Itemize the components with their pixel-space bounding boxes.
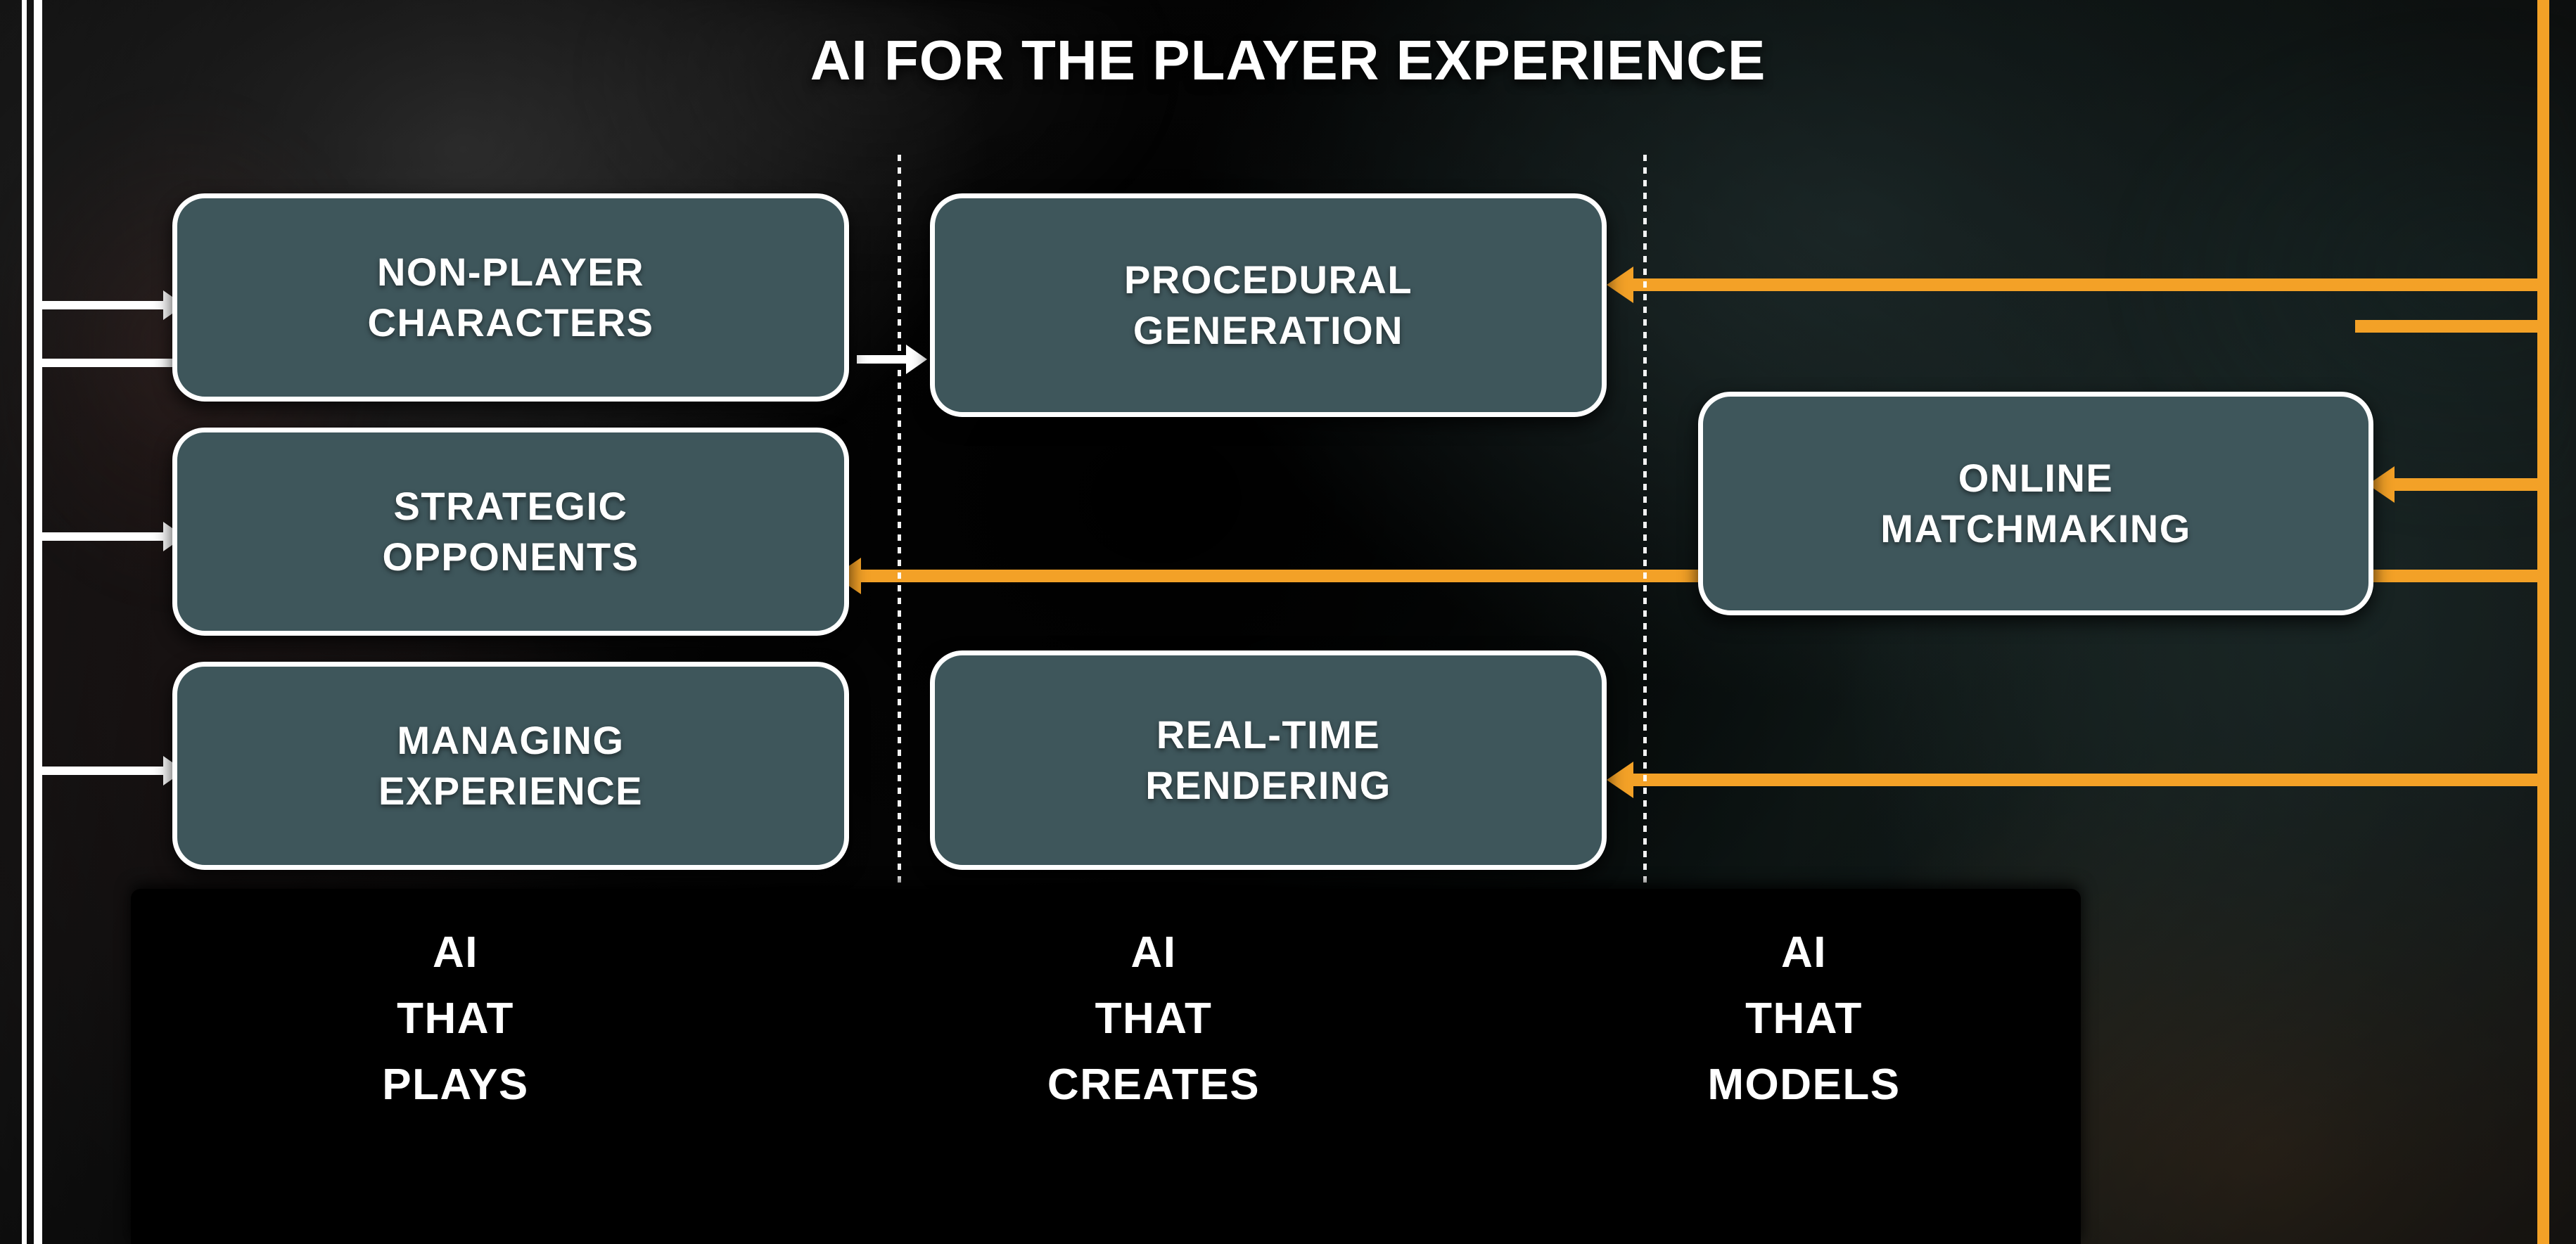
band-caption-line3: CREATES xyxy=(1047,1060,1261,1110)
bottom-caption-band: AI THAT PLAYS AI THAT CREATES AI THAT MO… xyxy=(131,889,2081,1244)
right-branch-matchmaking-top xyxy=(2355,320,2542,333)
node-label-line2: MATCHMAKING xyxy=(1880,506,2191,551)
node-real-time-rendering[interactable]: REAL-TIME RENDERING xyxy=(930,650,1607,870)
band-caption-line2: THAT xyxy=(1095,994,1213,1044)
node-label-line1: STRATEGIC xyxy=(393,484,628,529)
right-trunk-line xyxy=(2537,0,2549,1244)
left-trunk-line xyxy=(34,0,42,1244)
npc-to-procedural-line xyxy=(857,355,919,364)
node-label-line2: RENDERING xyxy=(1145,763,1391,807)
band-caption-line1: AI xyxy=(1781,928,1827,977)
band-caption-line3: MODELS xyxy=(1707,1060,1901,1110)
band-caption-line2: THAT xyxy=(1745,994,1863,1044)
node-label-line2: EXPERIENCE xyxy=(378,769,643,813)
right-branch-realtime xyxy=(1631,774,2542,786)
left-branch-2 xyxy=(34,359,185,367)
band-column-creates: AI THAT CREATES xyxy=(780,889,1527,1244)
left-branch-4 xyxy=(34,767,183,775)
band-caption-line1: AI xyxy=(1130,928,1177,977)
right-branch-matchmaking-arrow xyxy=(2392,478,2542,491)
node-label-line2: CHARACTERS xyxy=(367,300,654,345)
column-divider-2 xyxy=(1643,155,1647,1244)
node-label-line1: REAL-TIME xyxy=(1156,712,1381,757)
node-strategic-opponents[interactable]: STRATEGIC OPPONENTS xyxy=(172,428,849,636)
column-divider-1 xyxy=(898,155,901,1244)
band-column-models: AI THAT MODELS xyxy=(1527,889,2081,1244)
node-label-line1: ONLINE xyxy=(1958,456,2114,501)
node-non-player-characters[interactable]: NON-PLAYER CHARACTERS xyxy=(172,193,849,402)
band-caption-line1: AI xyxy=(433,928,478,977)
node-label-line1: MANAGING xyxy=(397,718,625,763)
node-label-line2: GENERATION xyxy=(1133,308,1404,352)
node-procedural-generation[interactable]: PROCEDURAL GENERATION xyxy=(930,193,1607,417)
right-arrowhead-realtime xyxy=(1607,762,1633,798)
band-caption-line3: PLAYS xyxy=(382,1060,529,1110)
node-label-line1: NON-PLAYER xyxy=(376,250,645,295)
right-arrowhead-procedural xyxy=(1607,267,1633,303)
node-label-line2: OPPONENTS xyxy=(382,534,639,579)
left-branch-1 xyxy=(34,301,183,309)
band-caption-line2: THAT xyxy=(397,994,514,1044)
node-label-line1: PROCEDURAL xyxy=(1123,257,1413,302)
left-outer-rail xyxy=(22,0,27,1244)
right-branch-procedural xyxy=(1631,278,2542,291)
band-column-plays: AI THAT PLAYS xyxy=(131,889,780,1244)
npc-to-procedural-arrowhead xyxy=(906,345,927,374)
left-branch-3 xyxy=(34,532,183,541)
node-managing-experience[interactable]: MANAGING EXPERIENCE xyxy=(172,662,849,870)
node-online-matchmaking[interactable]: ONLINE MATCHMAKING xyxy=(1698,392,2373,615)
slide-title: AI FOR THE PLAYER EXPERIENCE xyxy=(810,29,1766,91)
